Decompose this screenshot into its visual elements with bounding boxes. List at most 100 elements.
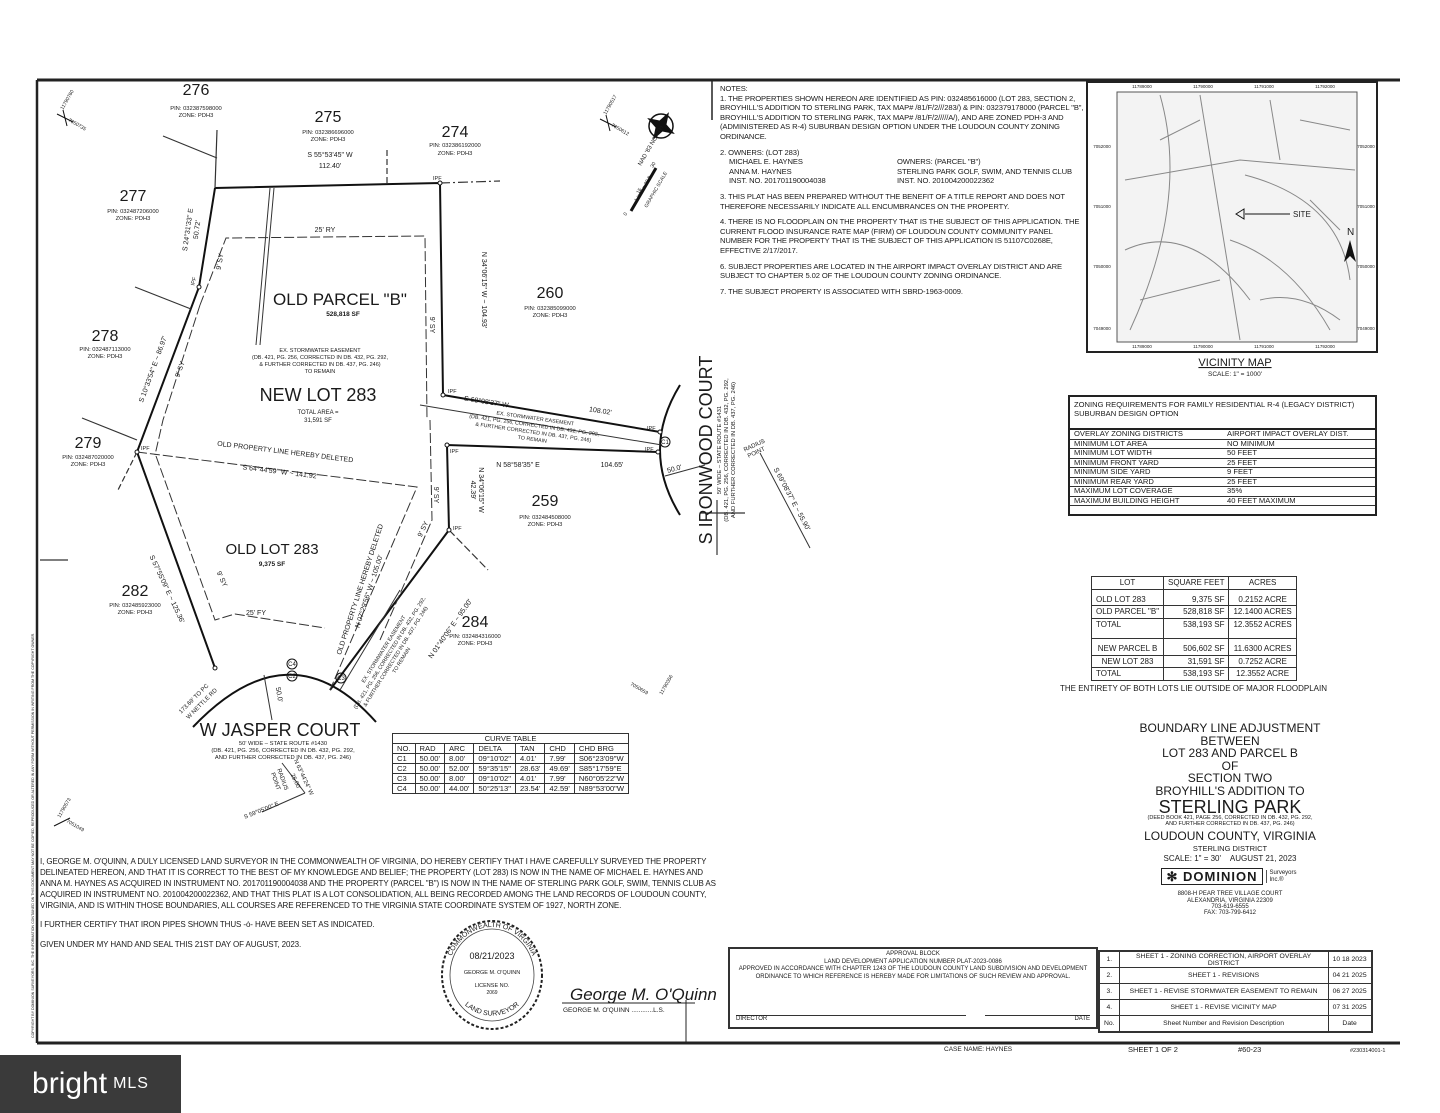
svg-text:11792000: 11792000 [1315, 344, 1335, 349]
svg-text:50.72': 50.72' [193, 220, 203, 240]
svg-text:275: 275 [315, 109, 342, 126]
adjoining-lot-lines [40, 129, 745, 571]
svg-text:11791000: 11791000 [1254, 344, 1274, 349]
title-line: LOT 283 AND PARCEL B [1162, 746, 1298, 761]
vicinity-north-arrow-icon [1344, 240, 1356, 262]
ipf-label: IPF [141, 446, 150, 452]
svg-text:(DB. 421, PG. 256, CORRECTED I: (DB. 421, PG. 256, CORRECTED IN DB. 432,… [211, 748, 355, 754]
svg-text:ZONE: PDH3: ZONE: PDH3 [71, 462, 106, 468]
svg-text:ZONE: PDH3: ZONE: PDH3 [116, 216, 151, 222]
s-ironwood-court: S IRONWOOD COURT 50' WIDE – STATE ROUTE … [696, 356, 737, 545]
old-lot-area: 9,375 SF [259, 561, 285, 568]
side-setback-label: 9' SY [216, 253, 226, 271]
deed-reference: AND FURTHER CORRECTED IN DB. 437, PG. 24… [1165, 821, 1295, 828]
svg-text:C3: C3 [337, 676, 345, 682]
note-3: 3. THIS PLAT HAS BEEN PREPARED WITHOUT T… [720, 191, 1065, 211]
owner-lot: ANNA M. HAYNES [729, 166, 792, 176]
svg-text:C4: C4 [288, 662, 296, 668]
side-setback-label: 9' SY [215, 570, 228, 588]
svg-text:N 34°06'15" W ~ 104.93': N 34°06'15" W ~ 104.93' [480, 252, 488, 328]
given-under-hand: GIVEN UNDER MY HAND AND SEAL THIS 21ST D… [40, 940, 302, 949]
svg-text:N 34°06'15" W: N 34°06'15" W [477, 467, 485, 513]
side-setback-label: 9' SY [428, 317, 435, 334]
note-6: 6. SUBJECT PROPERTIES ARE LOCATED IN THE… [720, 261, 1062, 281]
new-lot-label: NEW LOT 283 [260, 385, 377, 405]
svg-text:W JASPER COURT: W JASPER COURT [200, 720, 361, 740]
ipf-label: IPF [190, 276, 198, 286]
svg-text:2069: 2069 [486, 990, 497, 996]
svg-text:S 69°08'37" E ~ 55.90': S 69°08'37" E ~ 55.90' [772, 466, 812, 532]
note-7: 7. THE SUBJECT PROPERTY IS ASSOCIATED WI… [720, 286, 963, 296]
scale-date: SCALE: 1" = 30' AUGUST 21, 2023 [1163, 854, 1297, 864]
company-phone: 703-619-6555 [1211, 904, 1249, 911]
title-line: SECTION TWO [1187, 771, 1273, 786]
svg-text:EX. STORMWATER EASEMENT: EX. STORMWATER EASEMENT [279, 348, 361, 354]
ipf-label: IPF [645, 447, 654, 453]
title-block: BOUNDARY LINE ADJUSTMENT BETWEEN LOT 283… [1085, 722, 1375, 917]
svg-text:284: 284 [462, 614, 489, 631]
note-4: 4. THERE IS NO FLOODPLAIN ON THE PROPERT… [720, 217, 1080, 255]
company-address: ALEXANDRIA, VIRGINIA 22309 [1187, 897, 1273, 904]
revision-table: 1.SHEET 1 - ZONING CORRECTION, AIRPORT O… [1098, 950, 1373, 1033]
svg-text:7050000: 7050000 [1093, 264, 1111, 269]
approval-block: APPROVAL BLOCK LAND DEVELOPMENT APPLICAT… [728, 947, 1098, 1029]
svg-text:TO REMAIN: TO REMAIN [517, 435, 547, 445]
north-arrow-icon: NAD '83 NORTH 1 inch = 30 ft. GRAPHIC SC… [623, 112, 675, 217]
owner-parcel-instrument: INST. NO. 201004200022362 [897, 176, 995, 186]
svg-text:11790000: 11790000 [1193, 344, 1213, 349]
application-number: LAND DEVELOPMENT APPLICATION NUMBER PLAT… [824, 958, 1002, 965]
svg-text:PIN: 032385099000: PIN: 032385099000 [524, 306, 576, 312]
svg-text:ZONE: PDH3: ZONE: PDH3 [88, 354, 123, 360]
title-line: BROYHILL'S ADDITION TO [1155, 783, 1305, 798]
svg-text:S 68°08'37" W: S 68°08'37" W [463, 395, 509, 410]
svg-text:11790573: 11790573 [57, 797, 73, 819]
svg-text:(DB. 421, PG. 256, CORRECTED I: (DB. 421, PG. 256, CORRECTED IN DB. 432,… [252, 355, 388, 361]
table-row: 3.SHEET 1 - REVISE STORMWATER EASEMENT T… [1098, 983, 1373, 1000]
new-lot-area: 31,591 SF [304, 418, 332, 424]
w-jasper-court: W JASPER COURT 50' WIDE – STATE ROUTE #1… [200, 720, 361, 761]
stormwater-easement-note: EX. STORMWATER EASEMENT (DB. 421, PG. 25… [252, 348, 388, 375]
easement-lines [255, 187, 663, 691]
setback-lines [136, 235, 433, 691]
svg-text:S 55°53'45" W: S 55°53'45" W [307, 151, 353, 159]
svg-text:& FURTHER CORRECTED IN DB. 437: & FURTHER CORRECTED IN DB. 437, PG. 246) [363, 606, 430, 708]
site-label: SITE [1293, 210, 1311, 219]
approval-text: APPROVED IN ACCORDANCE WITH CHAPTER 1243… [738, 966, 1088, 980]
job-number: #60-23 [1238, 1045, 1261, 1054]
stormwater-easement-note-east: EX. STORMWATER EASEMENT (DB. 421, PG. 25… [469, 411, 600, 445]
vicinity-north-label: N [1347, 227, 1354, 238]
svg-text:0: 0 [623, 211, 630, 217]
iron-pipe-markers [134, 180, 663, 671]
owner-lot: MICHAEL E. HAYNES [729, 157, 803, 167]
zoning-subtitle: SUBURBAN DESIGN OPTION [1074, 409, 1179, 418]
svg-text:104.65': 104.65' [601, 462, 624, 469]
svg-text:PIN: 032487113000: PIN: 032487113000 [79, 347, 130, 353]
svg-text:ZONE: PDH3: ZONE: PDH3 [438, 151, 473, 157]
svg-text:11791000: 11791000 [1254, 84, 1274, 89]
svg-text:274: 274 [442, 124, 469, 141]
sheet-number: SHEET 1 OF 2 [1128, 1045, 1178, 1054]
svg-text:7049000: 7049000 [1357, 326, 1375, 331]
zoning-title: ZONING REQUIREMENTS FOR FAMILY RESIDENTI… [1074, 400, 1355, 409]
svg-text:S 59°05'00" E: S 59°05'00" E [243, 801, 280, 820]
surveyor-name-line: GEORGE M. O'QUINN ............L.S. [563, 1007, 665, 1014]
svg-text:11789000: 11789000 [1132, 84, 1152, 89]
svg-text:30: 30 [650, 161, 658, 169]
